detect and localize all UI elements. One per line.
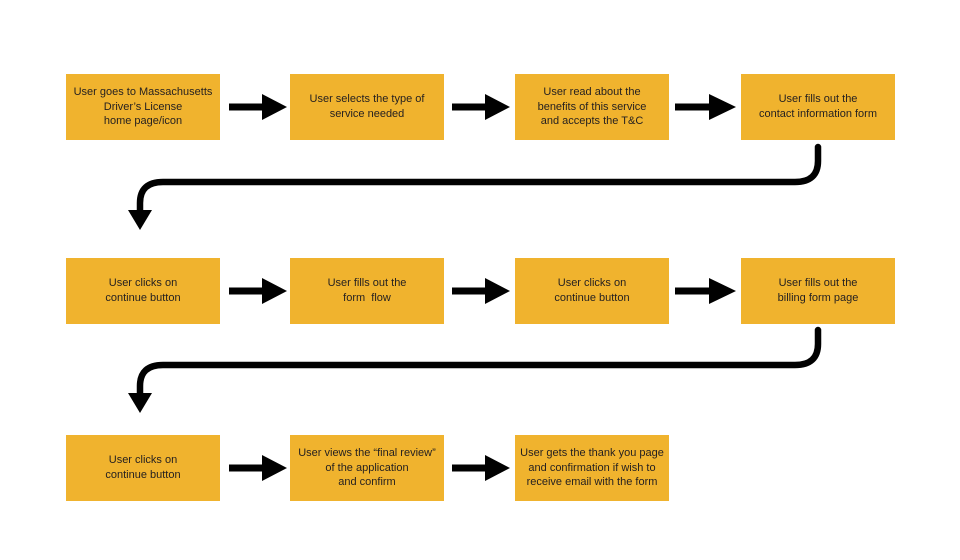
arrow-shaft [452, 103, 488, 111]
arrow-shaft [229, 103, 265, 111]
connector-curve [136, 326, 822, 399]
arrow-right-r1-step1-to-step2 [229, 94, 287, 120]
flow-step-continue-2: User clicks on continue button [515, 258, 669, 324]
arrow-head-icon [262, 278, 287, 304]
arrow-right-r3-step2-to-step3 [452, 455, 510, 481]
arrow-right-r2-step2-to-step3 [452, 278, 510, 304]
arrow-head-icon [709, 94, 736, 120]
connector-row2-to-row3 [128, 326, 822, 413]
arrow-shaft [675, 287, 712, 295]
arrow-head-icon [485, 278, 510, 304]
flow-step-continue-3: User clicks on continue button [66, 435, 220, 501]
arrow-shaft [229, 287, 265, 295]
arrow-head-icon [709, 278, 736, 304]
connector-curve [136, 143, 822, 216]
flow-step-benefits-tc: User read about the benefits of this ser… [515, 74, 669, 140]
flow-step-home-page: User goes to Massachusetts Driver’s Lice… [66, 74, 220, 140]
flow-step-select-service: User selects the type of service needed [290, 74, 444, 140]
arrow-head-icon [485, 455, 510, 481]
flow-step-continue-1: User clicks on continue button [66, 258, 220, 324]
connector-row1-to-row2 [128, 143, 822, 230]
arrow-right-r1-step3-to-step4 [675, 94, 736, 120]
flow-step-thank-you: User gets the thank you page and confirm… [515, 435, 669, 501]
arrow-shaft [452, 287, 488, 295]
arrow-head-icon [128, 210, 152, 230]
arrow-right-r2-step1-to-step2 [229, 278, 287, 304]
arrow-head-icon [485, 94, 510, 120]
flow-step-billing-form: User fills out the billing form page [741, 258, 895, 324]
flow-step-form-flow: User fills out the form flow [290, 258, 444, 324]
flow-step-contact-form: User fills out the contact information f… [741, 74, 895, 140]
arrow-right-r2-step3-to-step4 [675, 278, 736, 304]
arrow-right-r3-step1-to-step2 [229, 455, 287, 481]
arrow-head-icon [262, 455, 287, 481]
arrow-shaft [229, 464, 265, 472]
arrow-head-icon [262, 94, 287, 120]
flow-step-final-review: User views the “final review” of the app… [290, 435, 444, 501]
arrow-shaft [452, 464, 488, 472]
arrow-shaft [675, 103, 712, 111]
arrow-right-r1-step2-to-step3 [452, 94, 510, 120]
arrow-head-icon [128, 393, 152, 413]
